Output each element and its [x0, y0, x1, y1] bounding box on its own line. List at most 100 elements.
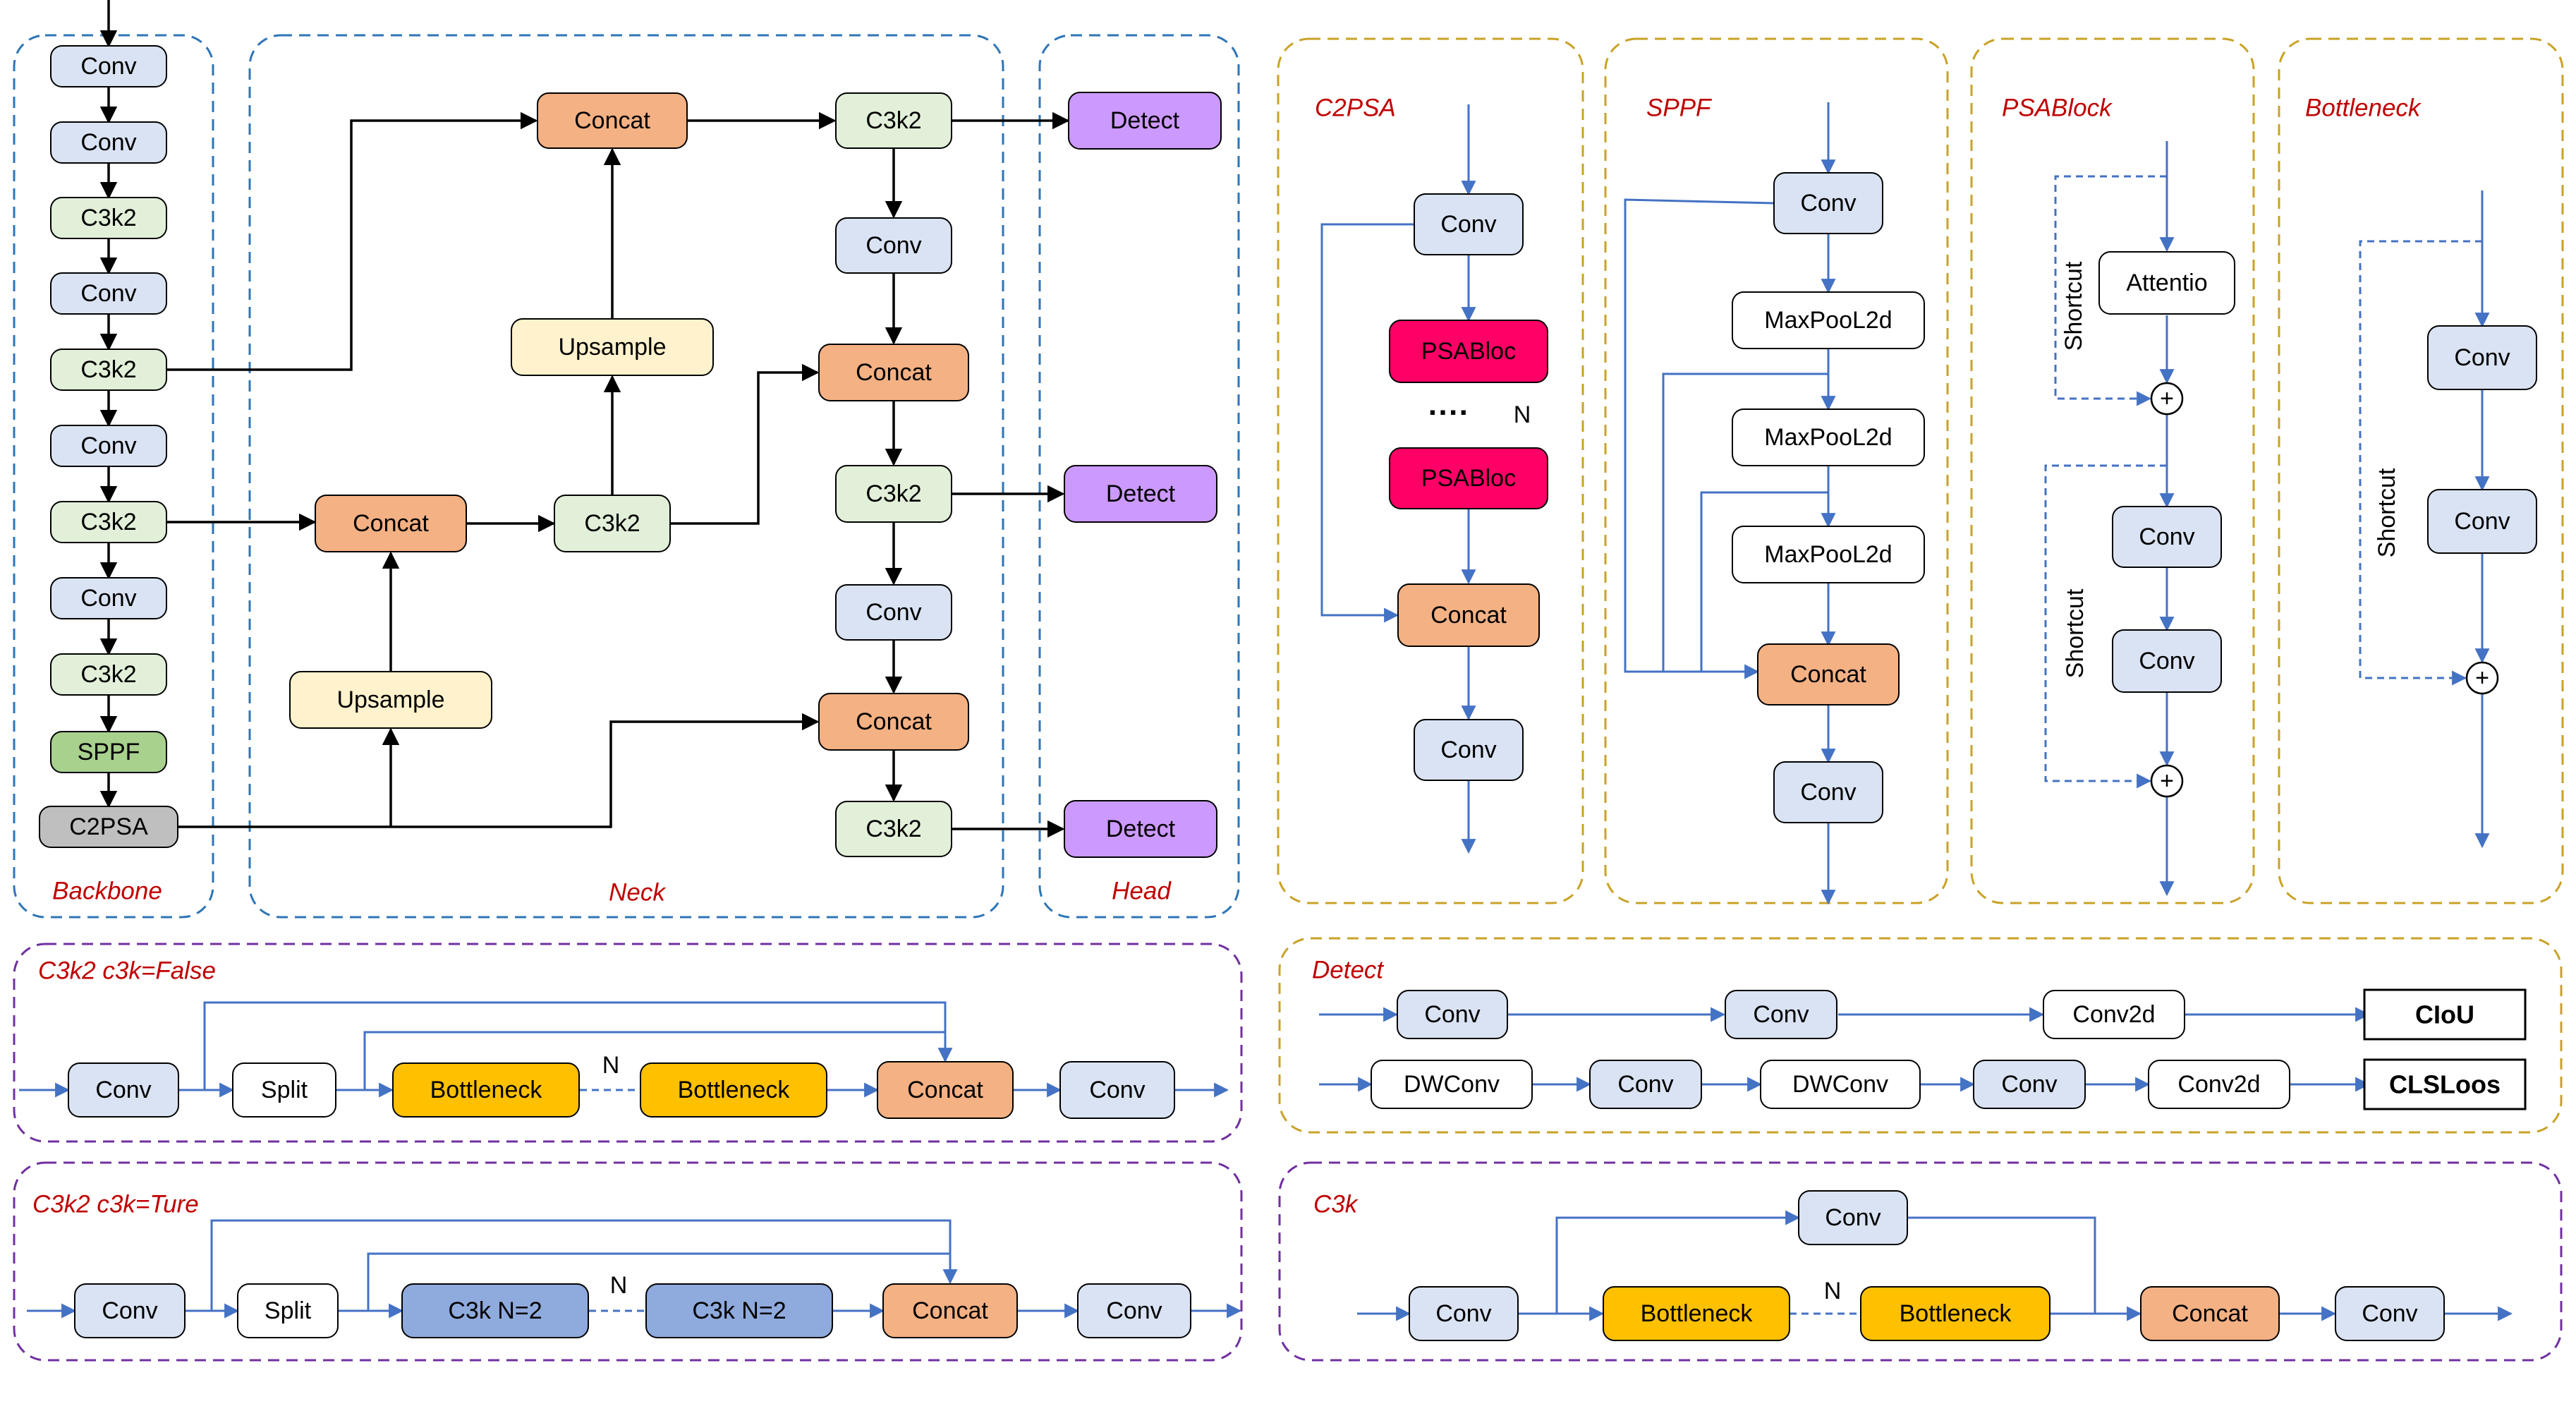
c3k2f-skip-inner	[363, 1031, 947, 1090]
c3k2t-c3k-1	[401, 1283, 589, 1338]
backbone-block-7-conv-label: Conv	[80, 585, 136, 612]
detect-row2-dwconv-1	[1371, 1060, 1533, 1109]
neck-c3k2-1	[554, 495, 671, 552]
bottleneck-shortcut-label: Shortcut	[2374, 468, 2400, 557]
c2psa-conv-in	[1414, 193, 1524, 255]
neck-concat-2	[315, 495, 467, 552]
c3k-concat	[2140, 1286, 2280, 1341]
head-detect-0	[1068, 92, 1222, 150]
c2psa-concat-label: Concat	[1430, 602, 1507, 629]
bottleneck-frame	[2278, 37, 2564, 904]
bottleneck-conv-2	[2427, 489, 2537, 554]
psablock-conv-2-label: Conv	[2139, 648, 2194, 674]
c3k2f-split	[232, 1062, 336, 1118]
c3k2t-concat	[882, 1283, 1018, 1338]
c3k-conv-top-label: Conv	[1825, 1204, 1881, 1231]
backbone-block-9-sppf	[50, 731, 167, 773]
c2psa-concat	[1397, 583, 1540, 647]
psablock-conv-1	[2112, 506, 2222, 568]
psablock-add-1-symbol: +	[2160, 385, 2174, 412]
neck-concat-3-label: Concat	[856, 359, 932, 386]
c3k2-false-frame	[13, 943, 1243, 1143]
detect-row2-conv-2-label: Conv	[2001, 1071, 2057, 1098]
sppf-maxpool-2	[1732, 408, 1925, 466]
psablock-shortcut-1-label: Shortcut	[2060, 261, 2087, 351]
head-detect-2	[1064, 800, 1217, 858]
backbone-block-6-c3k2-label: C3k2	[80, 509, 136, 535]
sppf-maxpool-1	[1732, 291, 1925, 349]
c2psa-conv-out-label: Conv	[1440, 737, 1496, 763]
head-detect-1-label: Detect	[1106, 480, 1176, 507]
detect-row1-conv-2	[1725, 990, 1837, 1039]
neck-concat-1-label: Concat	[574, 107, 650, 134]
head-title: Head	[1112, 878, 1172, 905]
backbone-block-2-c3k2-label: C3k2	[80, 205, 136, 231]
neck-conv-2	[835, 584, 952, 641]
detect-title: Detect	[1312, 957, 1384, 984]
sppf-title: SPPF	[1646, 95, 1713, 122]
backbone-block-7-conv	[50, 577, 167, 619]
head-detect-2-label: Detect	[1106, 816, 1176, 842]
sppf-concat-label: Concat	[1790, 661, 1866, 688]
backbone-frame	[13, 34, 214, 919]
c3k-concat-label: Concat	[2172, 1300, 2248, 1327]
backbone-block-3-conv	[50, 272, 167, 315]
neck-upsample-1-label: Upsample	[558, 334, 666, 361]
neck-c3k2-2	[835, 465, 952, 523]
detect-row2-dwconv-2	[1760, 1060, 1921, 1109]
head-detect-0-label: Detect	[1110, 107, 1180, 134]
neck-upsample-1	[511, 318, 714, 376]
detect-row2-conv2d-label: Conv2d	[2177, 1071, 2260, 1098]
c3k2-true-title: C3k2 c3k=Ture	[32, 1191, 199, 1218]
sppf-maxpool-3	[1732, 526, 1925, 583]
c3k2t-conv-in	[74, 1283, 186, 1338]
neck-concat-2-label: Concat	[353, 510, 429, 537]
c2psa-psabloc-1-label: PSABloc	[1421, 338, 1516, 365]
neck-concat-4	[818, 693, 969, 751]
c3k-branch-to-top-conv	[1555, 1210, 1801, 1314]
sppf-conv-out	[1773, 761, 1883, 823]
backbone-block-10-c2psa-label: C2PSA	[69, 813, 148, 840]
detect-row2-conv-2	[1973, 1060, 2086, 1109]
c2psa-conv-in-label: Conv	[1440, 211, 1496, 238]
c3k2t-split-label: Split	[265, 1297, 312, 1324]
bottleneck-conv-2-label: Conv	[2454, 508, 2510, 535]
neck-conv-1	[835, 217, 952, 274]
backbone-block-8-c3k2-label: C3k2	[80, 661, 136, 688]
neck-c3k2-3	[835, 92, 952, 149]
detect-frame	[1278, 937, 2563, 1134]
head-frame	[1038, 34, 1240, 919]
detect-row1-conv2d-label: Conv2d	[2072, 1001, 2155, 1028]
backbone-block-1-conv	[50, 121, 167, 164]
sppf-conv-in	[1773, 172, 1883, 234]
backbone-block-1-conv-label: Conv	[80, 129, 136, 156]
psablock-attention	[2098, 251, 2235, 315]
psablock-add-1	[2150, 382, 2184, 416]
c3k2f-conv-in	[68, 1062, 179, 1118]
detect-row1-conv2d	[2043, 990, 2185, 1039]
psablock-title: PSABlock	[2002, 95, 2113, 122]
detect-row2-conv-1-label: Conv	[1617, 1071, 1673, 1098]
c3k-repeat-n: N	[1824, 1278, 1842, 1304]
sppf-skip-conv	[1624, 198, 1775, 679]
neck-upsample-2	[289, 671, 492, 729]
sppf-conv-in-label: Conv	[1800, 190, 1856, 217]
neck-c3k2-4-label: C3k2	[865, 816, 921, 842]
detect-row1-ciou-label: CIoU	[2415, 1000, 2474, 1029]
c2psa-frame	[1277, 37, 1584, 904]
neck-upsample-2-label: Upsample	[336, 686, 444, 713]
neck-concat-4-label: Concat	[856, 708, 932, 735]
c3k2t-conv-out	[1077, 1283, 1191, 1338]
c3k2t-conv-out-label: Conv	[1106, 1297, 1162, 1324]
backbone-block-2-c3k2	[50, 197, 167, 239]
c3k-title: C3k	[1313, 1191, 1359, 1218]
c3k-top-conv-to-concat	[1907, 1216, 2096, 1314]
c3k2-true-frame	[13, 1161, 1243, 1362]
backbone-block-3-conv-label: Conv	[80, 280, 136, 307]
bottleneck-conv-1	[2427, 325, 2537, 390]
c3k2f-bottleneck-1	[392, 1062, 580, 1118]
neck-concat-3	[818, 344, 969, 401]
c3k-bottleneck-1	[1603, 1286, 1790, 1341]
c3k-conv-out-label: Conv	[2362, 1300, 2417, 1327]
detect-row1-conv-2-label: Conv	[1753, 1001, 1809, 1028]
